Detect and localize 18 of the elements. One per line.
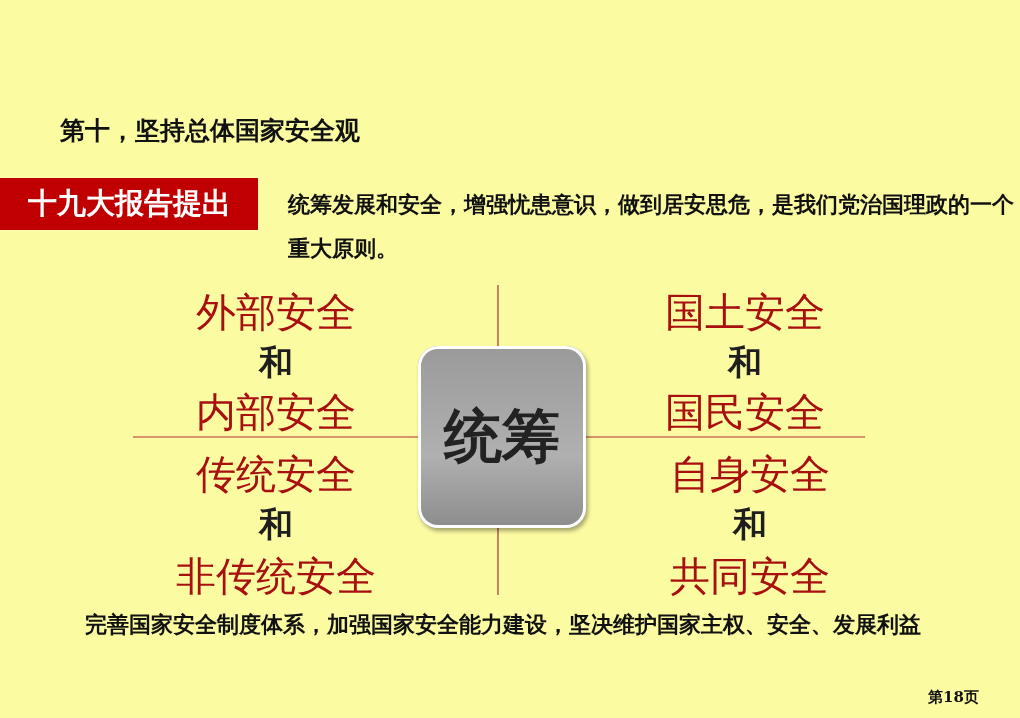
quadrant-label: 非传统安全 (175, 552, 377, 600)
conclusion-text: 完善国家安全制度体系，加强国家安全能力建设，坚决维护国家主权、安全、发展利益 (85, 611, 922, 639)
quadrant-label: 内部安全 (195, 388, 357, 436)
connector-word: 和 (726, 341, 763, 384)
connector-word: 和 (257, 503, 294, 546)
quadrant-label: 国民安全 (664, 388, 826, 436)
center-box: 统筹 (418, 346, 586, 528)
statement-text: 统筹发展和安全，增强忧患意识，做到居安思危，是我们党治国理政的一个重大原则。 (288, 191, 1015, 263)
connector-word: 和 (731, 503, 768, 546)
quadrant-label: 外部安全 (195, 288, 357, 336)
quadrant-label: 传统安全 (195, 450, 357, 498)
quadrant-label: 国土安全 (664, 288, 826, 336)
title: 第十，坚持总体国家安全观 (60, 115, 360, 147)
quadrant-label: 共同安全 (669, 552, 831, 600)
quadrant-label: 自身安全 (669, 450, 831, 498)
connector-word: 和 (257, 341, 294, 384)
page-number: 第18页 (928, 688, 979, 707)
banner-label: 十九大报告提出 (0, 178, 258, 230)
